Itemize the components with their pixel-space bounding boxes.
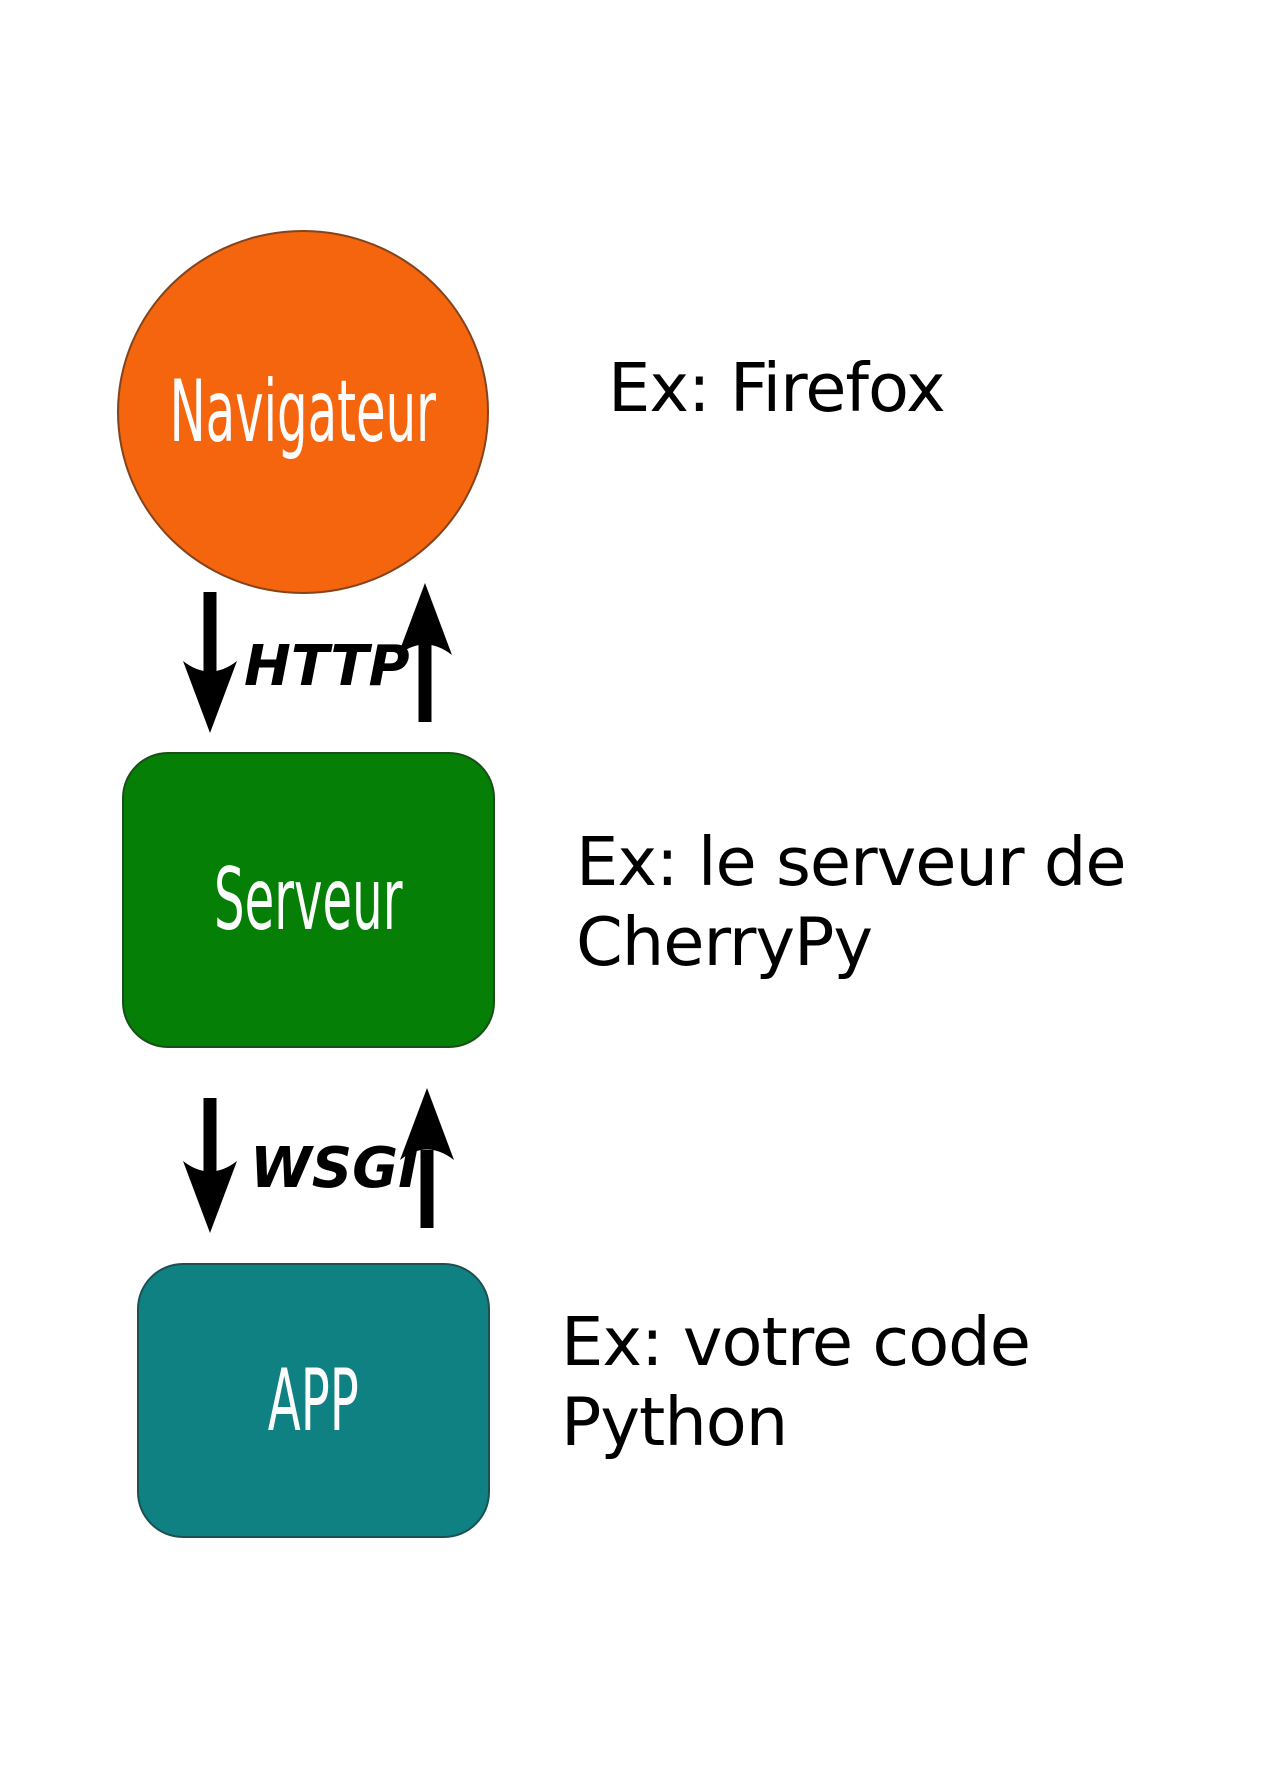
- http-request-arrow: [183, 592, 237, 733]
- wsgi-request-arrow: [183, 1098, 237, 1233]
- node-serveur-label: Serveur: [214, 850, 403, 950]
- wsgi-response-arrow: [400, 1088, 454, 1228]
- node-navigateur: Navigateur: [117, 230, 489, 594]
- http-response-arrow: [398, 583, 452, 722]
- annotation-firefox: Ex: Firefox: [608, 349, 946, 427]
- node-app: APP: [137, 1263, 490, 1538]
- node-serveur: Serveur: [122, 752, 495, 1048]
- http-label: HTTP: [244, 634, 410, 699]
- annotation-python: Ex: votre code Python: [561, 1303, 1031, 1461]
- node-app-label: APP: [267, 1350, 360, 1451]
- wsgi-label: WSGI: [250, 1136, 419, 1201]
- node-navigateur-label: Navigateur: [169, 362, 437, 462]
- annotation-cherrypy: Ex: le serveur de CherryPy: [576, 823, 1127, 981]
